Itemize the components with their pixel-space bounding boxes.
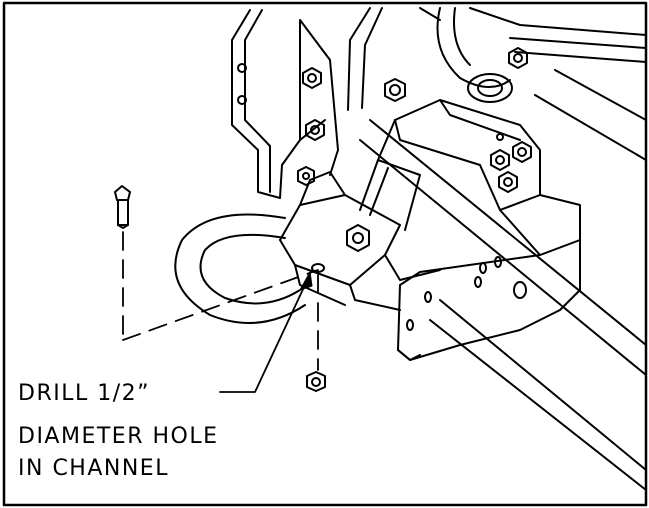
receiver-housing bbox=[359, 99, 541, 231]
callout-leader bbox=[219, 271, 313, 393]
nut bbox=[306, 371, 326, 392]
side-plate bbox=[397, 194, 581, 361]
bracket-bolts bbox=[297, 47, 528, 186]
frame-rail bbox=[359, 69, 647, 491]
housing-nuts bbox=[490, 141, 532, 193]
callout-line-3: IN CHANNEL bbox=[18, 456, 169, 481]
mounting-bracket bbox=[231, 9, 339, 199]
channel bbox=[279, 171, 441, 311]
upper-shackle bbox=[436, 7, 513, 103]
bolt bbox=[114, 185, 131, 229]
callout-line-2: DIAMETER HOLE bbox=[18, 424, 219, 449]
crossmember bbox=[347, 7, 647, 111]
assembly-lines bbox=[122, 231, 319, 371]
channel-nut bbox=[346, 224, 370, 252]
callout-line-1: DRILL 1/2” bbox=[18, 381, 150, 406]
d-ring-shackle bbox=[174, 213, 306, 324]
